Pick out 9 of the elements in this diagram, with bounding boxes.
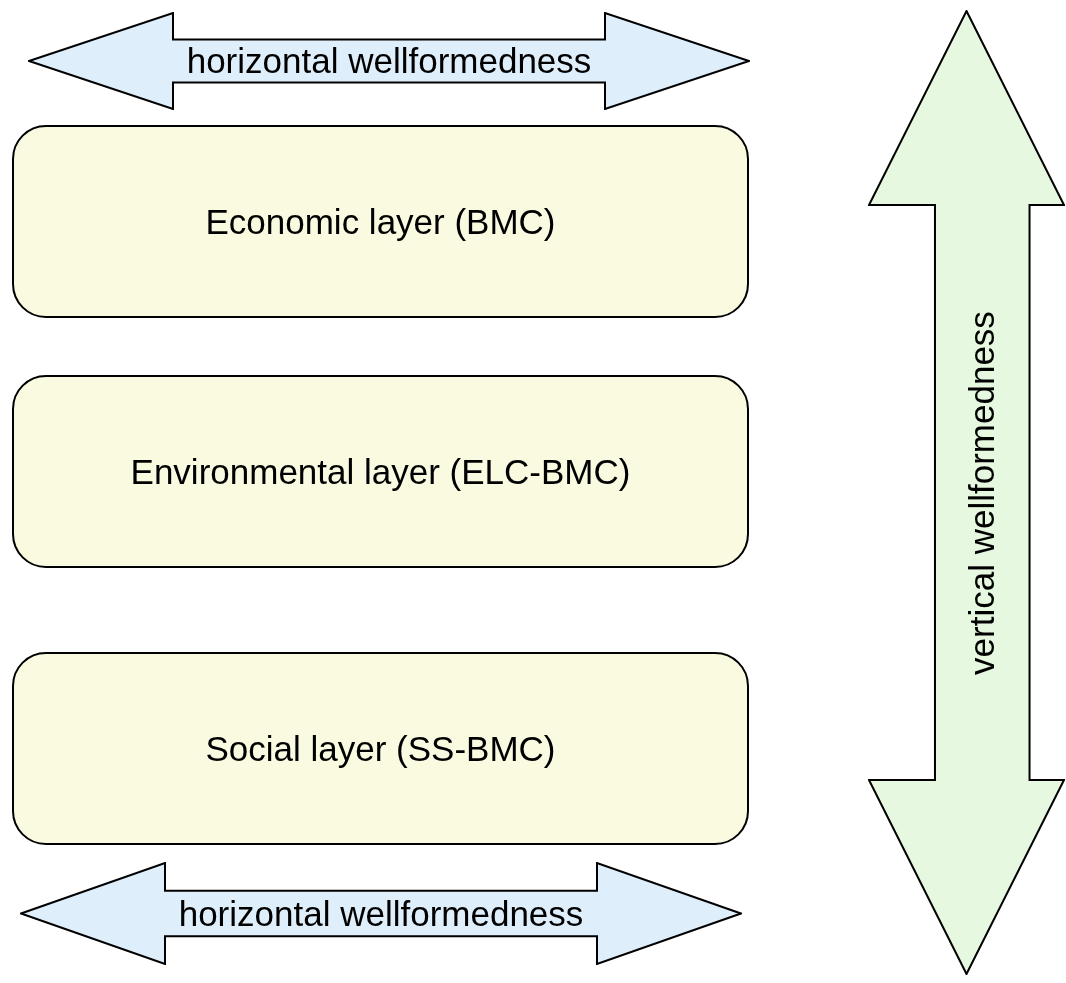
box-label: Environmental layer (ELC-BMC) bbox=[130, 451, 631, 492]
box-label: Economic layer (BMC) bbox=[205, 201, 556, 242]
arrow-label: horizontal wellformedness bbox=[186, 41, 592, 81]
layer-box bbox=[12, 375, 749, 568]
arrow-label: vertical wellformedness bbox=[962, 310, 1003, 675]
layer-box bbox=[12, 125, 749, 318]
layer-box bbox=[12, 652, 749, 845]
arrow-label: horizontal wellformedness bbox=[178, 893, 584, 934]
box-label: Social layer (SS-BMC) bbox=[205, 728, 556, 769]
